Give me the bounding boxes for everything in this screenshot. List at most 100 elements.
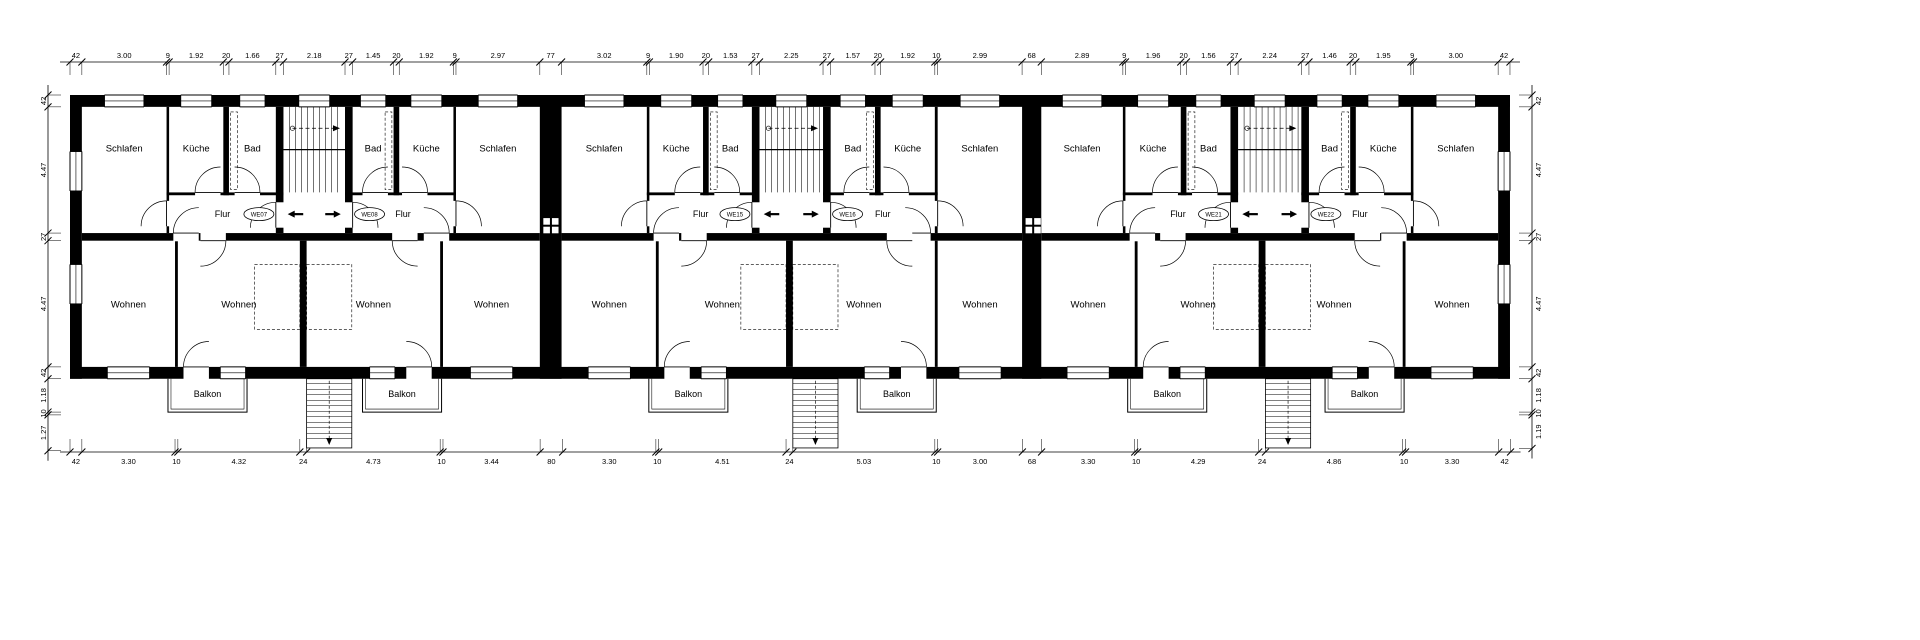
stair-direction-arrow-icon [811, 125, 819, 132]
wall-party [539, 95, 562, 379]
hall-label: Flur [215, 209, 231, 219]
dimension-value: 10 [653, 457, 661, 466]
door-swing [1413, 200, 1440, 227]
door-opening [1354, 232, 1381, 242]
door-opening [344, 202, 354, 228]
dimension-value: 4.47 [39, 163, 48, 178]
entry-arrow-left-icon [1242, 210, 1250, 218]
room-label: Schlafen [586, 143, 623, 154]
door-swing [1381, 207, 1407, 234]
entry-arrow-right-icon [333, 210, 341, 218]
room-label: Schlafen [1437, 143, 1474, 154]
apartment-tag [719, 207, 751, 222]
wall-interior [655, 240, 659, 367]
hall-label: Flur [1352, 209, 1368, 219]
room-label: Küche [894, 143, 921, 154]
dimension-value: 10 [1132, 457, 1140, 466]
dimension-value: 27 [39, 233, 48, 241]
dimension-value: 2.24 [1262, 51, 1277, 60]
wall-stair [345, 106, 353, 234]
dimension-value: 27 [1301, 51, 1309, 60]
shaft-dashed [1187, 111, 1196, 190]
door-opening [362, 191, 388, 196]
wall-apartment-divider [1258, 240, 1266, 367]
room-label: Bad [722, 143, 739, 154]
party-wall-shaft [1025, 226, 1033, 234]
dimension-value: 1.92 [419, 51, 434, 60]
stair-direction-arrow-icon [1285, 437, 1292, 445]
entry-arrow-right-icon [1290, 210, 1298, 218]
dimension-value: 10 [39, 409, 48, 417]
door-swing [1358, 166, 1385, 193]
dimension-value: 27 [345, 51, 353, 60]
balcony-outline [1324, 378, 1405, 413]
dimension-value: 10 [932, 457, 940, 466]
apartment-tag [354, 207, 385, 222]
apartment-id: WE21 [1205, 212, 1222, 218]
room-label: Schlafen [1064, 143, 1101, 154]
dimension-value: 10 [172, 457, 180, 466]
door-opening [1319, 191, 1345, 196]
door-opening [1410, 200, 1415, 227]
balcony-rail [1327, 378, 1402, 410]
room-label: Wohnen [1316, 299, 1351, 310]
dimension-value: 42 [1534, 97, 1543, 105]
door-swing [674, 166, 701, 193]
door-swing [653, 207, 680, 234]
party-wall-shaft [551, 226, 559, 234]
void-dashed [254, 264, 301, 330]
void-dashed [792, 264, 839, 330]
door-swing [621, 200, 647, 227]
wall-stair [1230, 106, 1239, 234]
door-opening [1129, 232, 1156, 242]
dimension-value: 5.03 [857, 457, 872, 466]
door-opening [183, 366, 209, 380]
door-swing [1129, 207, 1156, 234]
room-label: Wohnen [1071, 299, 1106, 310]
void-dashed [1265, 264, 1311, 330]
dimension-value: 4.47 [1534, 163, 1543, 178]
shaft-dashed [384, 111, 393, 190]
wall-interior [1410, 106, 1414, 234]
apartment-tag [243, 207, 275, 222]
dimension-value: 4.32 [232, 457, 247, 466]
door-swing [423, 207, 450, 234]
wall-stair [1301, 106, 1309, 234]
door-opening [1368, 366, 1395, 380]
dimension-value: 1.18 [1534, 388, 1543, 403]
dimension-value: 20 [702, 51, 710, 60]
room-label: Bad [844, 143, 861, 154]
door-opening [646, 200, 650, 227]
dimension-value: 1.18 [39, 388, 48, 403]
wall-party [1022, 95, 1042, 379]
wall-interior [1180, 106, 1187, 196]
balcony-label: Balkon [675, 389, 703, 399]
door-opening [1143, 366, 1169, 380]
door-swing [1152, 166, 1178, 193]
room-label: Schlafen [961, 143, 998, 154]
door-swing [1142, 341, 1169, 367]
dimension-value: 27 [752, 51, 760, 60]
room-label: Wohnen [846, 299, 881, 310]
party-wall-shaft [1034, 226, 1041, 234]
dimension-value: 42 [1534, 369, 1543, 377]
entry-arrow-right-icon [811, 210, 819, 218]
wall-interior [453, 106, 456, 234]
dimension-value: 4.73 [366, 457, 381, 466]
balcony-rail [365, 378, 439, 410]
dimension-value: 9 [1122, 51, 1126, 60]
dimension-value: 27 [823, 51, 831, 60]
door-opening [200, 232, 226, 242]
door-swing [1354, 240, 1381, 267]
room-label: Bad [1200, 143, 1217, 154]
door-opening [1358, 191, 1385, 196]
door-swing [1097, 200, 1123, 227]
wall-mid [1041, 233, 1499, 241]
dimension-value: 80 [547, 457, 555, 466]
room-label: Wohnen [1434, 299, 1469, 310]
door-swing [714, 166, 741, 193]
dimension-value: 24 [1258, 457, 1266, 466]
dimension-value: 3.30 [1445, 457, 1460, 466]
apartment-id: WE16 [839, 212, 856, 218]
stair-direction-arrow-icon [333, 125, 341, 132]
